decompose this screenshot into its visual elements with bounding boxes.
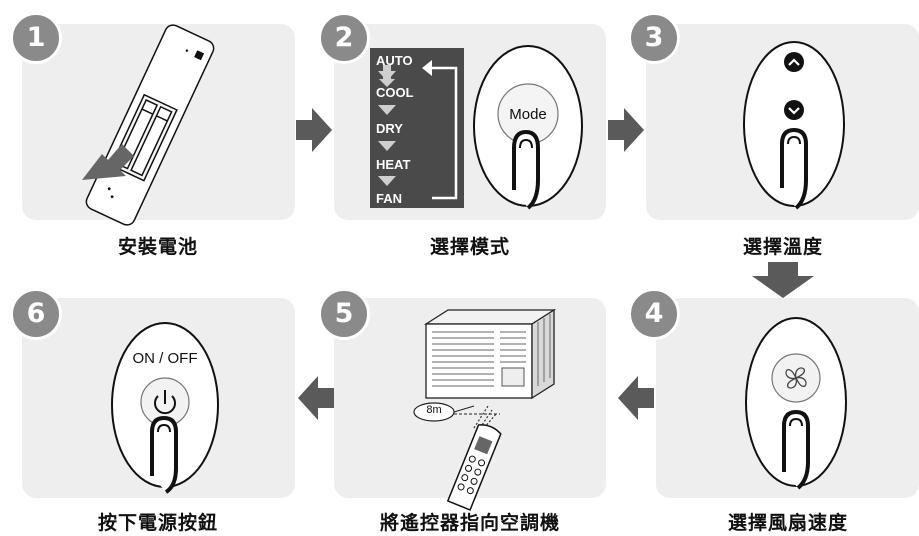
mode-button[interactable]: Mode bbox=[509, 106, 547, 123]
mode-item-fan: FAN bbox=[376, 191, 402, 206]
fan-speed-button[interactable] bbox=[772, 354, 820, 402]
step-1-badge: 1 bbox=[10, 12, 62, 64]
step-2-badge: 2 bbox=[318, 12, 370, 64]
step-3-caption: 選擇溫度 bbox=[742, 236, 823, 258]
step-4-caption: 選擇風扇速度 bbox=[727, 512, 848, 534]
step-2-caption: 選擇模式 bbox=[429, 236, 510, 258]
temperature-remote-oval bbox=[743, 41, 845, 210]
signal-waves-icon bbox=[473, 405, 497, 429]
arrow-4-to-5-icon bbox=[618, 376, 654, 420]
mode-down-arrow-icon bbox=[378, 71, 396, 81]
step-5-badge: 5 bbox=[318, 288, 370, 340]
remote-battery-illustration bbox=[82, 24, 215, 226]
mode-item-auto: AUTO bbox=[376, 53, 413, 68]
power-remote-oval bbox=[111, 322, 219, 494]
temperature-down-button[interactable] bbox=[784, 100, 804, 120]
step-5-caption: 將遙控器指向空調機 bbox=[379, 512, 560, 534]
mode-down-arrow-icon bbox=[378, 141, 396, 151]
air-conditioner-illustration bbox=[423, 308, 557, 400]
step-1-caption: 安裝電池 bbox=[117, 236, 198, 258]
power-button[interactable] bbox=[141, 378, 189, 426]
mode-item-dry: DRY bbox=[376, 121, 403, 136]
step-3-badge: 3 bbox=[628, 12, 680, 64]
fan-remote-oval bbox=[745, 317, 847, 490]
mode-down-arrow-icon bbox=[378, 176, 396, 186]
distance-label: 8m bbox=[426, 404, 442, 416]
step-6-badge: 6 bbox=[10, 288, 62, 340]
arrow-5-to-6-icon bbox=[298, 376, 334, 420]
mode-remote-oval bbox=[473, 45, 583, 210]
mode-list: AUTO COOL DRY HEAT FAN bbox=[376, 52, 436, 208]
mode-down-arrow-icon bbox=[378, 105, 396, 115]
distance-marker-icon bbox=[413, 402, 500, 422]
arrow-2-to-3-icon bbox=[608, 108, 644, 152]
step-6-caption: 按下電源按鈕 bbox=[97, 512, 218, 534]
step-4-badge: 4 bbox=[628, 288, 680, 340]
arrow-1-to-2-icon bbox=[296, 108, 332, 152]
mode-item-cool: COOL bbox=[376, 85, 414, 100]
power-label: ON / OFF bbox=[132, 350, 198, 367]
mode-item-heat: HEAT bbox=[376, 157, 411, 172]
handheld-remote-illustration bbox=[446, 424, 502, 511]
temperature-up-button[interactable] bbox=[784, 52, 804, 72]
arrow-3-to-4-icon bbox=[752, 262, 814, 298]
